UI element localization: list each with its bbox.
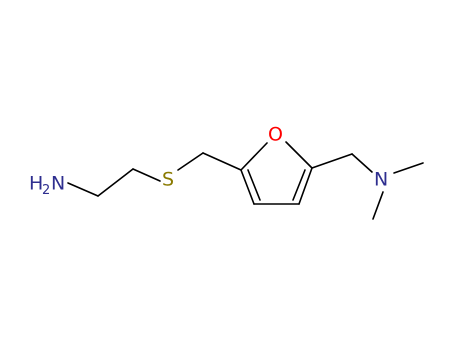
amine-group: H 2 N xyxy=(29,173,65,199)
bond-ring-o-c5 xyxy=(285,141,313,169)
bond-group xyxy=(67,141,424,220)
amine-nitrogen-label: N xyxy=(51,173,65,195)
bond-ring-c2-c3 xyxy=(240,169,255,205)
oxygen-label: O xyxy=(268,124,283,146)
sulfur-label: S xyxy=(162,169,174,191)
bond-ring-ch2 xyxy=(311,153,353,169)
bond-ring-c4-c5-double xyxy=(292,169,306,201)
bond-ch2-ring xyxy=(202,152,242,171)
bond-n-methyl-up xyxy=(393,162,424,174)
bond-ch2-ch2 xyxy=(97,168,134,197)
bond-s-ch2 xyxy=(177,152,204,171)
dimethyl-nitrogen-label: N xyxy=(374,169,388,191)
bond-ring-c2-o xyxy=(240,142,268,171)
bond-n-methyl-down xyxy=(372,191,384,220)
amine-subscript-label: 2 xyxy=(42,183,50,198)
bond-ring-c4-c5 xyxy=(298,167,313,205)
bond-ch2-n xyxy=(351,153,373,173)
bond-n-ch2 xyxy=(67,182,99,197)
bond-ch2-s xyxy=(132,168,161,182)
bond-ring-c2-c3-double xyxy=(247,169,261,201)
amine-hydrogen-label: H xyxy=(29,173,43,195)
